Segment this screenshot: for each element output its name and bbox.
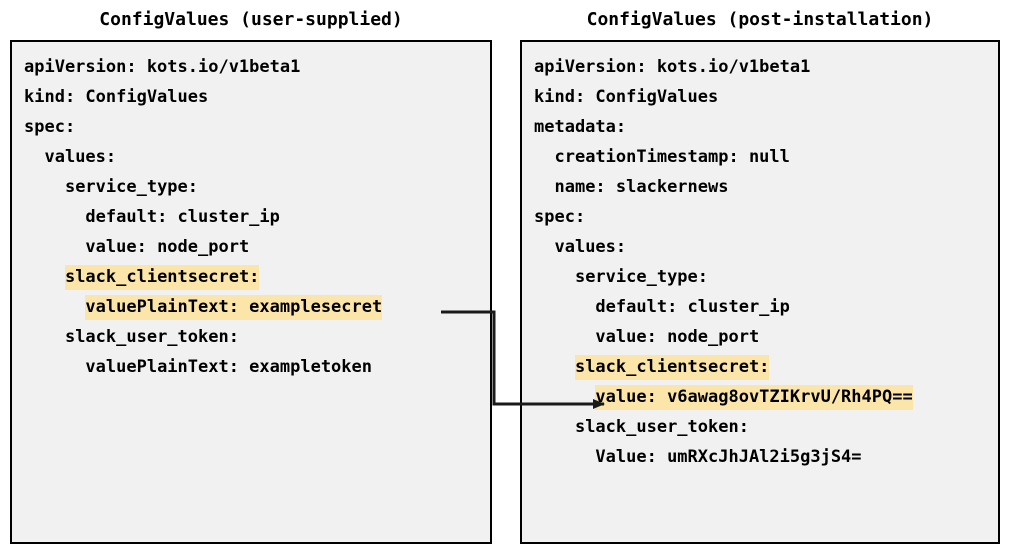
code-indent	[534, 417, 575, 437]
code-line: spec:	[534, 202, 998, 232]
code-indent	[24, 297, 85, 317]
code-line: value: v6awag8ovTZIKrvU/Rh4PQ==	[534, 382, 998, 412]
code-line: service_type:	[534, 262, 998, 292]
code-line-text: default: cluster_ip	[595, 297, 790, 317]
code-indent	[24, 267, 65, 287]
code-line-text: valuePlainText: exampletoken	[85, 357, 372, 377]
code-lines-post-installation: apiVersion: kots.io/v1beta1 kind: ConfigV…	[534, 52, 998, 472]
code-line-text: slack_clientsecret:	[64, 265, 260, 290]
code-line: values:	[24, 142, 490, 172]
code-line-text: metadata:	[534, 117, 627, 137]
code-indent	[534, 447, 595, 467]
code-indent	[534, 177, 554, 197]
code-indent	[534, 237, 554, 257]
code-line-text: slack_clientsecret:	[574, 355, 770, 380]
code-line-text: values:	[44, 147, 117, 167]
code-panel-post-installation: apiVersion: kots.io/v1beta1 kind: ConfigV…	[520, 40, 1000, 544]
code-panel-user-supplied: apiVersion: kots.io/v1beta1 kind: ConfigV…	[10, 40, 492, 544]
code-lines-user-supplied: apiVersion: kots.io/v1beta1 kind: ConfigV…	[24, 52, 490, 382]
code-indent	[24, 177, 65, 197]
code-line-text: service_type:	[64, 177, 199, 197]
code-line: default: cluster_ip	[534, 292, 998, 322]
code-line: name: slackernews	[534, 172, 998, 202]
code-line-text: kind: ConfigValues	[534, 87, 719, 107]
code-line-text: value: node_port	[595, 327, 760, 347]
code-indent	[534, 297, 595, 317]
code-indent	[534, 267, 575, 287]
code-line-text: apiVersion: kots.io/v1beta1	[534, 57, 811, 77]
code-line: Value: umRXcJhJAl2i5g3jS4=	[534, 442, 998, 472]
panel-title-user-supplied: ConfigValues (user-supplied)	[99, 9, 403, 30]
panel-title-post-installation: ConfigValues (post-installation)	[586, 9, 934, 30]
code-line-text: Value: umRXcJhJAl2i5g3jS4=	[595, 447, 862, 467]
code-line: slack_user_token:	[534, 412, 998, 442]
code-indent	[534, 327, 595, 347]
code-line: value: node_port	[534, 322, 998, 352]
code-line-text: value: node_port	[85, 237, 250, 257]
code-line-text: values:	[554, 237, 627, 257]
code-line: kind: ConfigValues	[534, 82, 998, 112]
code-line: apiVersion: kots.io/v1beta1	[24, 52, 490, 82]
code-line-text: value: v6awag8ovTZIKrvU/Rh4PQ==	[595, 385, 913, 410]
code-line-text: valuePlainText: examplesecret	[85, 295, 383, 320]
code-indent	[24, 207, 85, 227]
code-line: apiVersion: kots.io/v1beta1	[534, 52, 998, 82]
code-line-text: apiVersion: kots.io/v1beta1	[24, 57, 301, 77]
code-line: values:	[534, 232, 998, 262]
code-line-text: creationTimestamp: null	[554, 147, 790, 167]
code-line-text: default: cluster_ip	[85, 207, 280, 227]
code-line-text: service_type:	[574, 267, 709, 287]
code-line-text: slack_user_token:	[574, 417, 749, 437]
code-line: value: node_port	[24, 232, 490, 262]
code-line: metadata:	[534, 112, 998, 142]
code-line-text: name: slackernews	[554, 177, 729, 197]
code-indent	[534, 387, 595, 407]
code-line-text: spec:	[24, 117, 76, 137]
code-line: slack_user_token:	[24, 322, 490, 352]
code-indent	[24, 237, 85, 257]
code-line: kind: ConfigValues	[24, 82, 490, 112]
code-indent	[534, 147, 554, 167]
code-indent	[24, 327, 65, 347]
code-line: service_type:	[24, 172, 490, 202]
code-line-text: slack_user_token:	[64, 327, 239, 347]
code-line-text: spec:	[534, 207, 586, 227]
code-line: valuePlainText: exampletoken	[24, 352, 490, 382]
code-line: spec:	[24, 112, 490, 142]
code-line: default: cluster_ip	[24, 202, 490, 232]
code-indent	[24, 147, 44, 167]
code-indent	[534, 357, 575, 377]
code-line: slack_clientsecret:	[534, 352, 998, 382]
code-line: valuePlainText: examplesecret	[24, 292, 490, 322]
code-indent	[24, 357, 85, 377]
code-line-text: kind: ConfigValues	[24, 87, 209, 107]
code-line: slack_clientsecret:	[24, 262, 490, 292]
code-line: creationTimestamp: null	[534, 142, 998, 172]
